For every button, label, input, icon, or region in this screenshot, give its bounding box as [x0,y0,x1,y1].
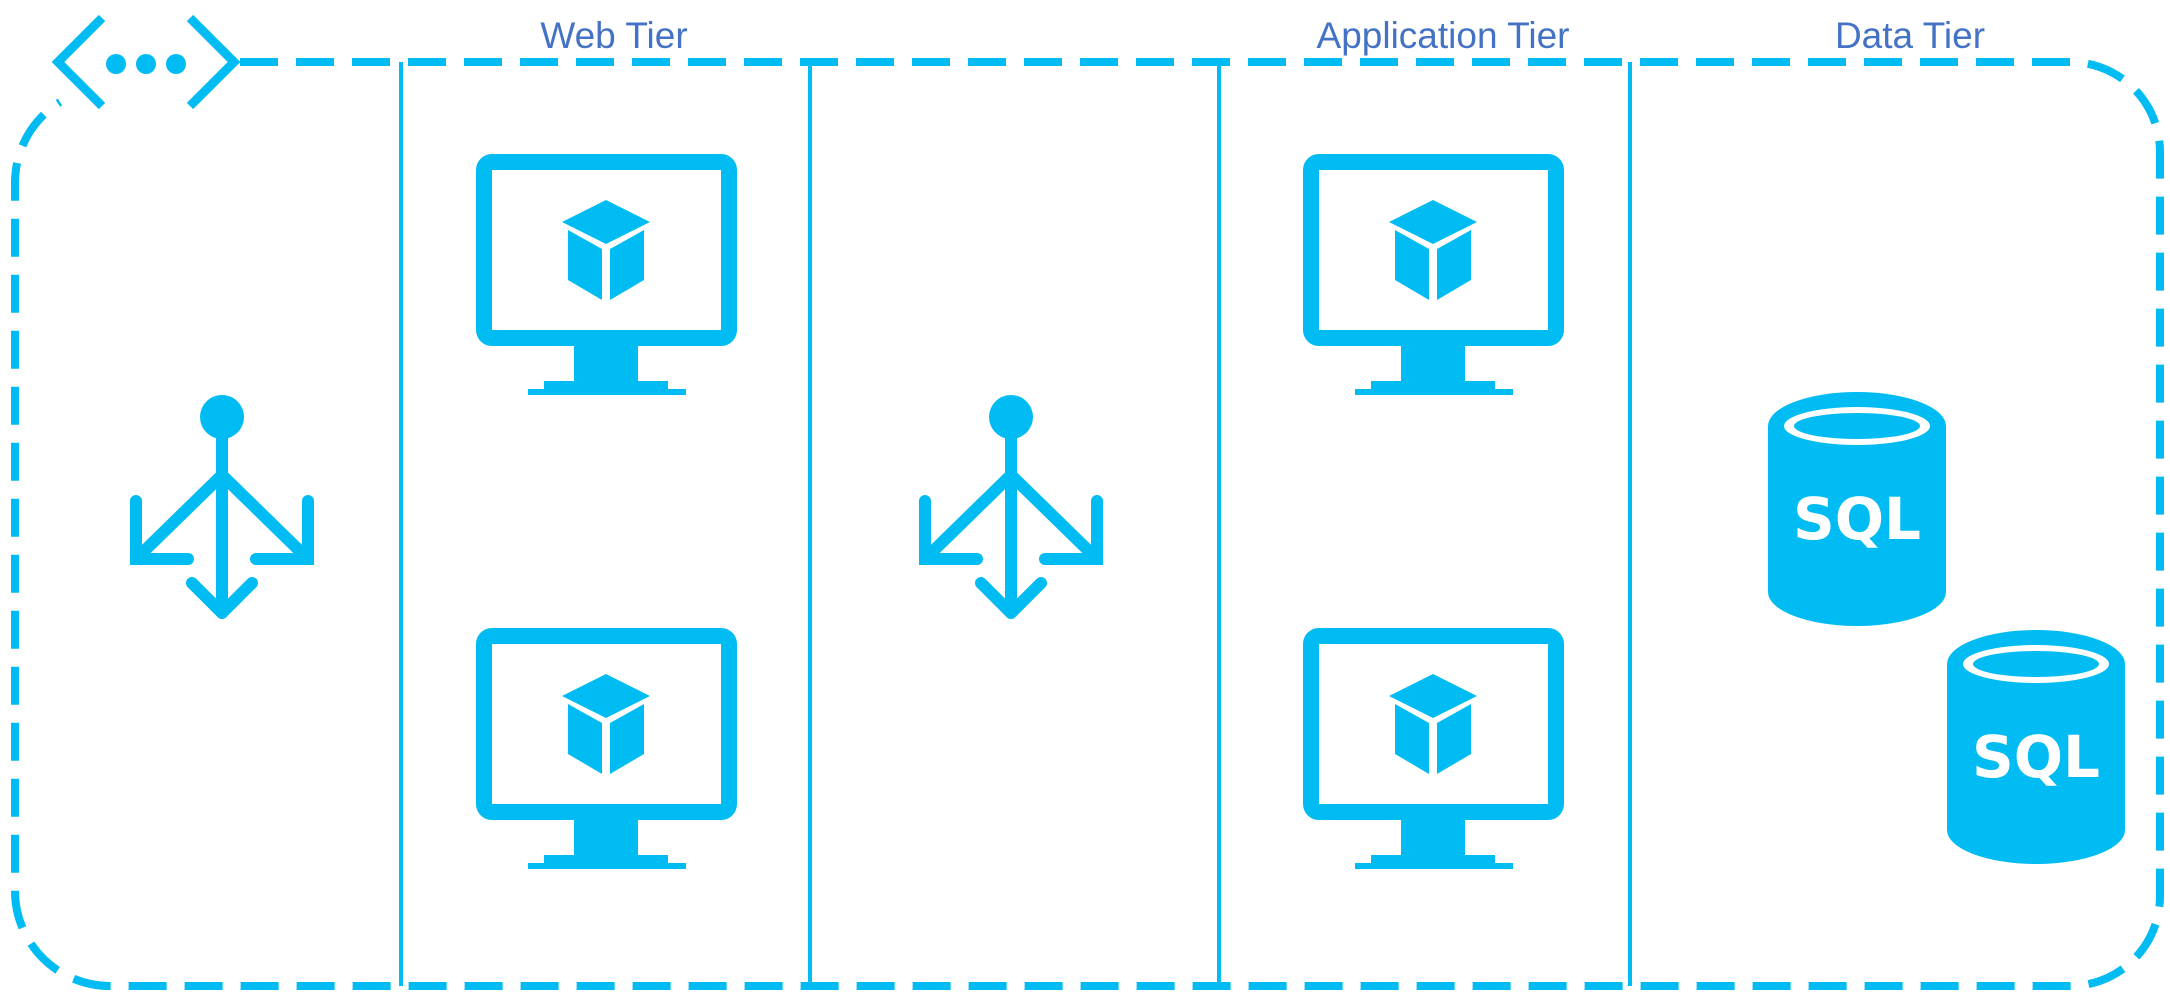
sql-database-1-label: SQL [1793,485,1921,553]
sql-database-1: SQL [1768,392,1946,626]
virtual-network-icon [51,14,241,110]
sql-database-2: SQL [1947,630,2125,864]
application-tier-label: Application Tier [1317,15,1570,56]
sql-database-2-label: SQL [1972,723,2100,791]
web-tier-label: Web Tier [540,15,687,56]
web-vm-2-icon [484,636,729,869]
load-balancer-icon [136,395,308,613]
data-tier-label: Data Tier [1835,15,1985,56]
app-vm-2-icon [1311,636,1556,869]
vnet-boundary [11,58,2164,990]
load-balancer-icon [925,395,1097,613]
web-vm-1-icon [484,162,729,395]
app-vm-1-icon [1311,162,1556,395]
